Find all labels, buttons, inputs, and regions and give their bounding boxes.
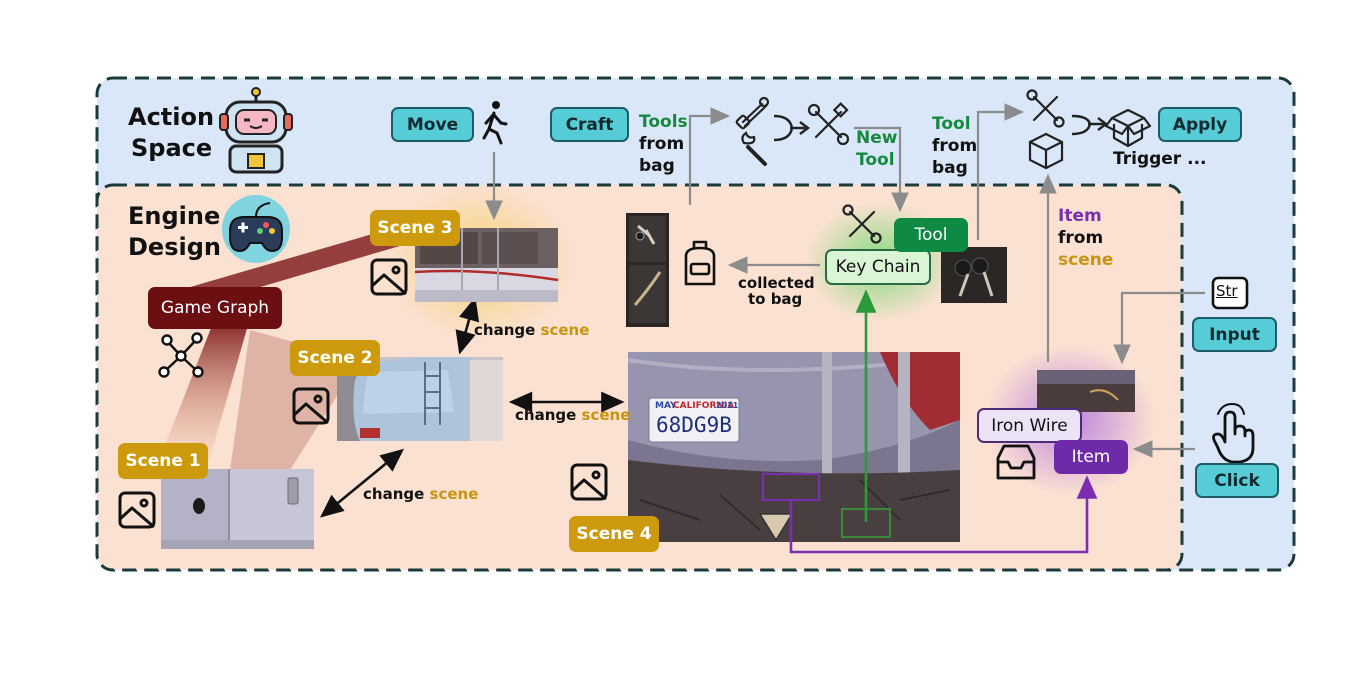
item-badge: Item (1054, 440, 1128, 474)
item-from-label: from (1058, 228, 1104, 248)
game-graph-box: Game Graph (148, 287, 282, 329)
tools-label: Tools (639, 112, 688, 132)
key-photo (941, 247, 1007, 303)
gamepad-icon (222, 195, 290, 263)
action-space-title-line2: Space (131, 134, 213, 162)
iron-wire-box[interactable]: Iron Wire (977, 408, 1082, 443)
plate-year: 2011 (716, 401, 739, 410)
tool-from-label: from (932, 136, 978, 156)
tool-and-box-icon (1026, 89, 1065, 170)
open-box-icon (1104, 108, 1152, 148)
to-bag-label: to bag (748, 290, 803, 308)
collected-label: collected (738, 274, 815, 292)
iron-wire-photo (1037, 370, 1135, 412)
item-scene-label: scene (1058, 250, 1114, 270)
input-action-button[interactable]: Input (1192, 317, 1277, 352)
apply-merge-arrow (1071, 114, 1104, 136)
scene2-image-icon (292, 387, 330, 425)
game-graph-cone (160, 318, 250, 458)
crossed-tools-icon (807, 102, 850, 146)
craft-action-button[interactable]: Craft (550, 107, 629, 142)
scene2-photo (337, 357, 503, 441)
change-scene-label-2: change scene (515, 406, 631, 424)
tools-from-label: from (639, 134, 685, 154)
scene4-tag[interactable]: Scene 4 (569, 516, 659, 552)
click-action-button[interactable]: Click (1195, 463, 1279, 498)
craft-merge-arrow (773, 114, 806, 142)
scene3-tag[interactable]: Scene 3 (370, 210, 460, 246)
plate-month: MAY (655, 401, 677, 411)
tool-bag-label: bag (932, 158, 968, 178)
scene3-image-icon (370, 258, 408, 296)
tool-badge: Tool (894, 218, 968, 252)
game-graph-cone-upper (180, 226, 420, 290)
scene1-tag[interactable]: Scene 1 (118, 443, 208, 479)
scene2-tag[interactable]: Scene 2 (290, 340, 380, 376)
backpack-icon (684, 240, 716, 286)
engine-design-title-line1: Engine (128, 202, 221, 230)
change-scene-label-3: change scene (363, 485, 479, 503)
scene4-image-icon (570, 463, 608, 501)
bag-items-photo (626, 213, 669, 327)
inventory-tray-icon (996, 444, 1036, 480)
plate-state: CALIFORNIA (673, 401, 735, 411)
text-input-icon (1211, 276, 1249, 310)
scene1-image-icon (118, 491, 156, 529)
change-scene-label-1: change scene (474, 321, 590, 339)
tool-from-bag-label: Tool (932, 114, 971, 134)
item-label: Item (1058, 206, 1102, 226)
click-hand-icon (1212, 403, 1255, 464)
plate-number: 68DG9B (656, 413, 732, 437)
graph-network-icon (158, 332, 204, 378)
walking-person-icon (482, 101, 508, 145)
action-space-title-line1: Action (128, 103, 215, 131)
apply-action-button[interactable]: Apply (1158, 107, 1242, 142)
robot-icon (219, 87, 293, 174)
engine-design-title-line2: Design (128, 233, 221, 261)
new-tool-label: Tool (856, 150, 895, 170)
scene1-photo (161, 469, 314, 549)
iron-wire-flow-arrow (789, 475, 1098, 554)
scene4-photo (627, 352, 960, 542)
key-chain-box[interactable]: Key Chain (825, 249, 931, 285)
trigger-label: Trigger ... (1113, 149, 1207, 169)
key-chain-tool-icon (842, 204, 882, 244)
new-label: New (856, 128, 898, 148)
tools-bag-label: bag (639, 156, 675, 176)
craft-inputs-icons (735, 96, 770, 166)
move-action-button[interactable]: Move (391, 107, 474, 142)
input-icon-text: Str (1216, 282, 1238, 300)
